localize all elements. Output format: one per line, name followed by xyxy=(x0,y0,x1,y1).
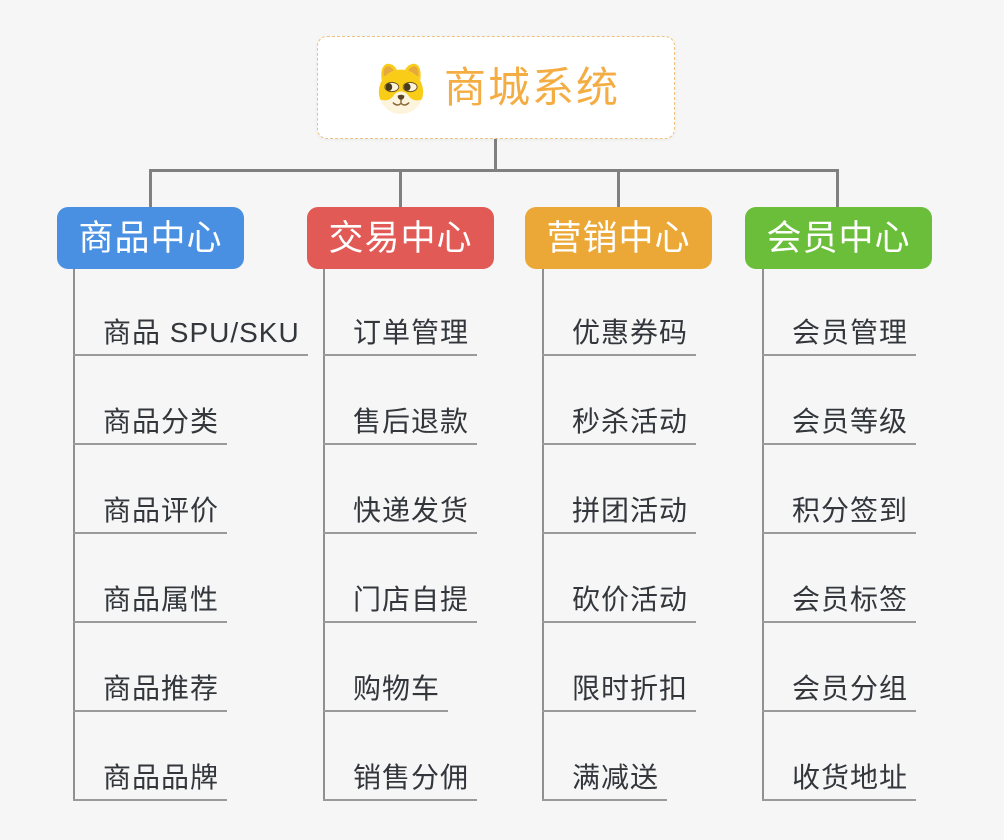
leaf-node[interactable]: 商品属性 xyxy=(73,586,228,623)
leaf-stack-member: 会员管理 会员等级 积分签到 会员标签 会员分组 收货地址 xyxy=(762,269,917,801)
leaf-node[interactable]: 会员分组 xyxy=(762,675,917,712)
branch-node-member-center[interactable]: 会员中心 xyxy=(745,207,932,269)
leaf-stack-trade: 订单管理 售后退款 快递发货 门店自提 购物车 销售分佣 xyxy=(323,269,478,801)
branch-label: 会员中心 xyxy=(766,218,911,258)
leaf-node[interactable]: 会员等级 xyxy=(762,408,917,445)
leaf-node[interactable]: 售后退款 xyxy=(323,408,478,445)
connector-drop-member xyxy=(836,169,839,208)
leaf-node[interactable]: 商品 SPU/SKU xyxy=(73,319,308,356)
branch-node-trade-center[interactable]: 交易中心 xyxy=(307,207,494,269)
trunk-line-trade xyxy=(323,269,325,801)
leaf-node[interactable]: 商品分类 xyxy=(73,408,228,445)
leaf-node[interactable]: 订单管理 xyxy=(323,319,478,356)
leaf-node[interactable]: 会员管理 xyxy=(762,319,917,356)
connector-drop-marketing xyxy=(617,169,620,208)
connector-drop-goods xyxy=(149,169,152,208)
leaf-node[interactable]: 满减送 xyxy=(542,764,668,801)
leaf-node[interactable]: 销售分佣 xyxy=(323,764,478,801)
root-title: 商城系统 xyxy=(443,63,620,111)
leaf-node[interactable]: 拼团活动 xyxy=(542,497,697,534)
leaf-node[interactable]: 快递发货 xyxy=(323,497,478,534)
leaf-node[interactable]: 优惠券码 xyxy=(542,319,697,356)
leaf-node[interactable]: 会员标签 xyxy=(762,586,917,623)
leaf-node[interactable]: 门店自提 xyxy=(323,586,478,623)
branch-node-goods-center[interactable]: 商品中心 xyxy=(57,207,244,269)
branch-label: 交易中心 xyxy=(328,218,473,258)
leaf-node[interactable]: 积分签到 xyxy=(762,497,917,534)
leaf-node[interactable]: 商品品牌 xyxy=(73,764,228,801)
trunk-line-member xyxy=(762,269,764,801)
dog-face-icon xyxy=(378,63,424,114)
branch-label: 商品中心 xyxy=(78,218,223,258)
leaf-node[interactable]: 砍价活动 xyxy=(542,586,697,623)
leaf-node[interactable]: 商品推荐 xyxy=(73,675,228,712)
leaf-node[interactable]: 秒杀活动 xyxy=(542,408,697,445)
trunk-line-goods xyxy=(73,269,75,801)
branch-node-marketing-center[interactable]: 营销中心 xyxy=(525,207,712,269)
connector-horizontal-spine xyxy=(149,169,839,172)
root-node[interactable]: 商城系统 xyxy=(317,36,675,139)
leaf-node[interactable]: 收货地址 xyxy=(762,764,917,801)
trunk-line-marketing xyxy=(542,269,544,801)
connector-root-drop xyxy=(494,139,497,171)
leaf-node[interactable]: 限时折扣 xyxy=(542,675,697,712)
leaf-node[interactable]: 商品评价 xyxy=(73,497,228,534)
branch-label: 营销中心 xyxy=(546,218,691,258)
connector-drop-trade xyxy=(399,169,402,208)
leaf-node[interactable]: 购物车 xyxy=(323,675,449,712)
leaf-stack-goods: 商品 SPU/SKU 商品分类 商品评价 商品属性 商品推荐 商品品牌 xyxy=(73,269,308,801)
leaf-stack-marketing: 优惠券码 秒杀活动 拼团活动 砍价活动 限时折扣 满减送 xyxy=(542,269,697,801)
